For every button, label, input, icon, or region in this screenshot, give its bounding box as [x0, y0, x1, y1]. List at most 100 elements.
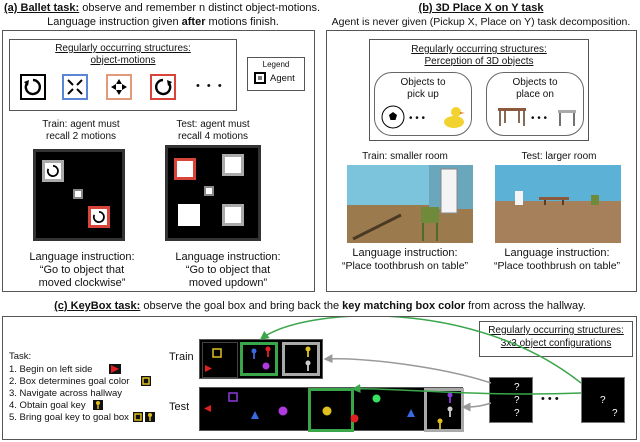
test-yellow-key — [437, 418, 443, 429]
place-structures-sub: Perception of 3D objects — [424, 56, 534, 67]
table-icon — [498, 108, 526, 126]
place-test-caption: Test: larger room — [521, 151, 597, 162]
ballet-heading: (a) Ballet task: observe and remember n … — [4, 2, 322, 15]
train-start-room — [202, 342, 238, 378]
place-title: (b) 3D Place X on Y task — [418, 2, 544, 14]
test-gray-key — [447, 406, 453, 417]
task-step-2: 2. Box determines goal color — [9, 376, 130, 387]
pickup-objects-bubble: Objects to pick up • • • — [374, 72, 472, 136]
config-dots: • • • — [541, 393, 559, 405]
ballet-legend: Legend Agent — [247, 57, 305, 91]
test-agent-icon — [204, 186, 214, 196]
ballet-panel: Regularly occurring structures: object-m… — [2, 30, 315, 292]
keybox-structures-title: Regularly occurring structures: — [488, 325, 624, 336]
ballet-structures-sub: object-motions — [90, 55, 156, 66]
ballet-train-instr-label: Language instruction: — [29, 251, 135, 263]
keybox-arrows — [259, 317, 582, 412]
train-red-key — [265, 346, 271, 357]
test-object-2 — [222, 154, 244, 176]
task-step-5: 5. Bring goal key to goal box — [9, 412, 129, 423]
test-purple-key — [447, 392, 453, 403]
test-red-dot — [350, 414, 359, 423]
expand-motion-icon — [62, 74, 88, 100]
test-row-label: Test — [169, 401, 190, 413]
place-structures-title: Regularly occurring structures: — [411, 44, 547, 55]
ballet-test-caption: Test: agent must recall 4 motions — [176, 119, 250, 142]
ballet-train-caption: Train: agent must recall 2 motions — [42, 119, 120, 142]
place-dots: • • • — [531, 113, 548, 124]
test-blue-triangle — [251, 411, 259, 419]
keybox-title: (c) KeyBox task: — [54, 300, 141, 312]
keybox-desc-c: from across the hallway. — [465, 300, 586, 312]
ballet-train-grid — [33, 149, 125, 241]
agent-icon — [254, 72, 266, 84]
config-1-unknown-1: ? — [514, 382, 520, 393]
test-object-4 — [222, 204, 244, 226]
train-gray-key — [305, 360, 311, 371]
test-goal-box — [228, 392, 238, 402]
place-test-instr-label: Language instruction: — [504, 247, 610, 259]
goal-key-icon — [93, 400, 103, 410]
train-agent-arrow — [205, 365, 212, 372]
counterclockwise-motion-icon — [150, 74, 176, 100]
config-grid-1: ? ? ? — [489, 377, 533, 423]
ballet-ellipsis: • • • — [196, 80, 224, 92]
task-step-3: 3. Navigate across hallway — [9, 388, 122, 399]
test-room-render — [495, 165, 621, 243]
ballet-desc2: Language instruction given after motions… — [4, 16, 322, 29]
train-row-label: Train — [169, 351, 194, 363]
config-grid-2: ? ? — [581, 377, 625, 423]
keybox-test-strip — [199, 387, 464, 432]
keybox-desc-a: observe the goal box and bring back the — [140, 300, 343, 312]
train-purple-dot — [262, 362, 270, 370]
test-object-3 — [178, 204, 200, 226]
ballet-desc2-c: motions finish. — [205, 16, 279, 28]
keybox-structures-sub: 3x3 object configurations — [500, 338, 612, 349]
keybox-desc-b: key matching box color — [342, 300, 466, 312]
config-2-unknown-1: ? — [600, 395, 606, 406]
train-blue-key — [251, 348, 257, 359]
ballet-test-instr-label: Language instruction: — [175, 251, 281, 263]
place-train-instr: “Place toothbrush on table” — [341, 260, 469, 272]
train-room-render — [347, 165, 473, 243]
place-train-caption: Train: smaller room — [362, 151, 448, 162]
key-to-box-icon — [133, 412, 155, 422]
goal-box-icon — [141, 376, 151, 386]
ballet-desc1: observe and remember n distinct object-m… — [79, 2, 321, 14]
rubber-duck-icon — [444, 107, 465, 128]
ballet-structures-title: Regularly occurring structures: — [55, 43, 191, 54]
test-hallway — [308, 388, 354, 432]
ballet-structures-box: Regularly occurring structures: object-m… — [9, 39, 237, 111]
test-purple-dot — [278, 406, 288, 416]
test-blue-triangle-2 — [407, 409, 415, 417]
place-objects-bubble: Objects to place on • • • — [486, 72, 584, 136]
legend-title: Legend — [262, 60, 290, 69]
pickup-label: Objects to pick up — [400, 77, 446, 100]
test-yellow-dot — [322, 406, 332, 416]
place-train-instr-label: Language instruction: — [352, 247, 458, 259]
train-agent-icon — [73, 189, 83, 199]
clockwise-motion-icon — [20, 74, 46, 100]
place-desc: Agent is never given (Pickup X, Place on… — [331, 16, 631, 28]
task-step-1: 1. Begin on left side — [9, 364, 93, 375]
keybox-train-strip — [199, 339, 323, 379]
config-1-unknown-3: ? — [514, 408, 520, 419]
train-hallway — [240, 342, 278, 376]
ballet-title: (a) Ballet task: — [4, 2, 80, 14]
place-on-label: Objects to place on — [512, 77, 558, 100]
ballet-desc2-a: Language instruction given — [47, 16, 182, 28]
ballet-test-grid — [165, 145, 261, 241]
place-panel: Regularly occurring structures: Percepti… — [326, 30, 637, 292]
train-target-object — [88, 206, 110, 228]
task-label: Task: — [9, 351, 32, 362]
config-2-unknown-2: ? — [612, 408, 618, 419]
place-structures-box: Regularly occurring structures: Percepti… — [369, 39, 589, 141]
train-clockwise-object — [42, 160, 64, 182]
soccer-ball-icon — [381, 105, 405, 129]
test-object-1 — [174, 158, 196, 180]
test-agent-arrow — [204, 405, 211, 412]
train-yellow-key — [305, 346, 311, 357]
contract-motion-icon — [106, 74, 132, 100]
ballet-test-instr: “Go to object that moved updown” — [185, 264, 271, 289]
train-key-room — [282, 342, 320, 376]
